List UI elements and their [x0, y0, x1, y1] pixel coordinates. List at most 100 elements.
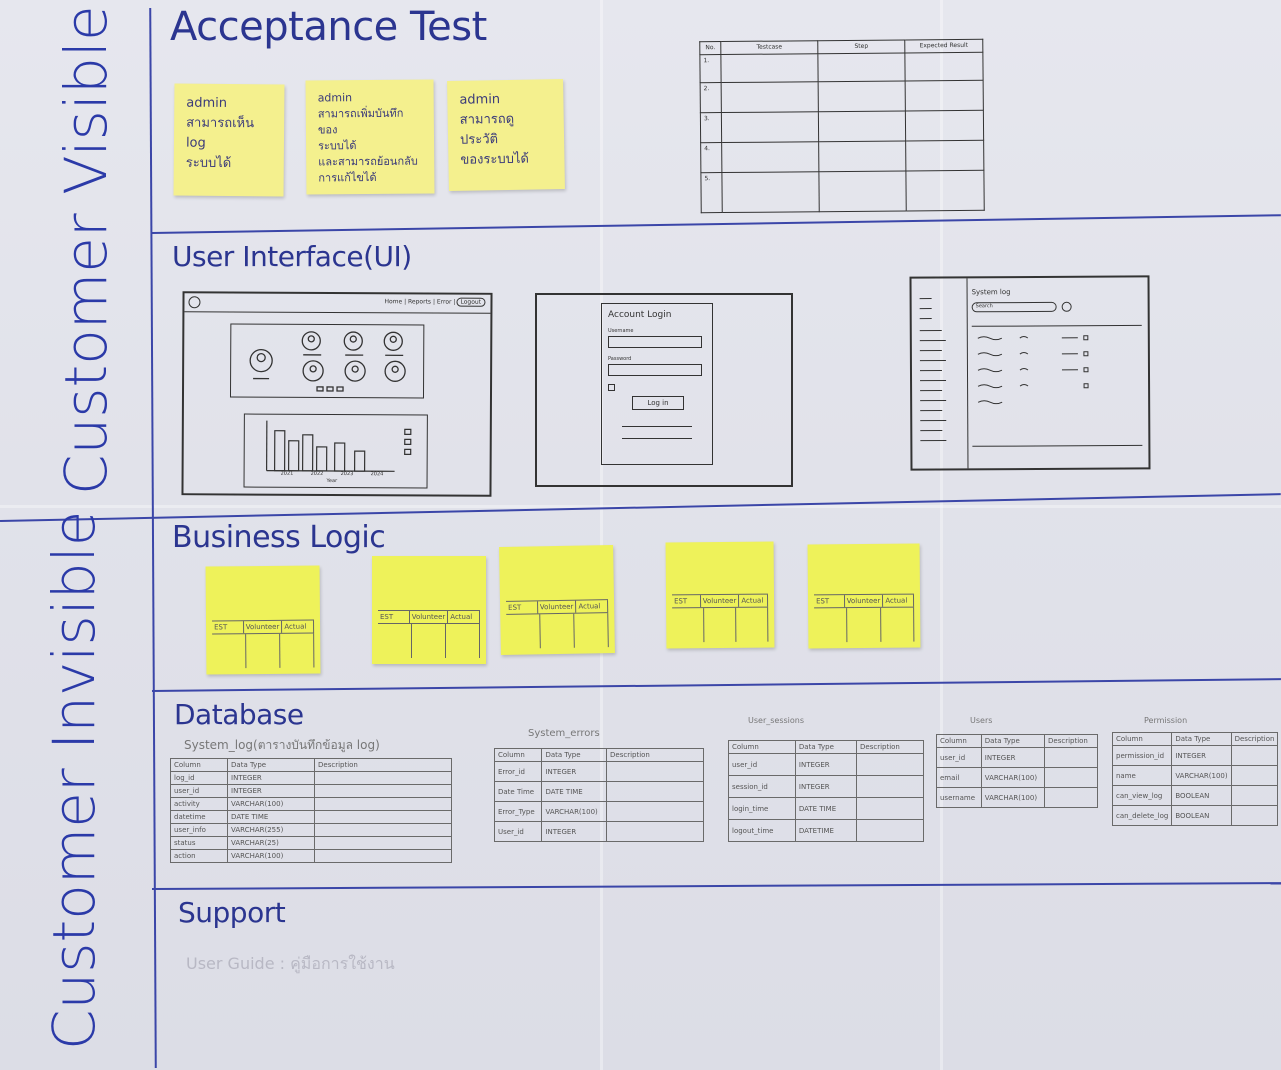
- login-button: Log in: [632, 396, 684, 410]
- db-cell: user_id: [936, 747, 982, 768]
- db-cell: VARCHAR(100): [541, 801, 607, 822]
- business-col: Actual: [883, 594, 915, 607]
- login-checkbox: [608, 384, 615, 391]
- db-cell: user_info: [169, 823, 229, 837]
- db-cell: VARCHAR(100): [1171, 765, 1232, 786]
- fold-crease: [940, 0, 943, 1070]
- db-cell: DATE TIME: [227, 810, 315, 824]
- testcase-no: 4.: [700, 142, 722, 173]
- database-divider: [152, 882, 1281, 890]
- login-username-label: Username: [608, 328, 634, 334]
- section-title-support: Support: [178, 896, 286, 929]
- db-col-header: Description: [606, 748, 704, 762]
- chart-panel: 2021 2022 2023 2024 Year: [243, 413, 428, 489]
- bar-chart-sketch: [265, 420, 412, 472]
- db-cell: BOOLEAN: [1171, 805, 1232, 826]
- db-cell: action: [169, 849, 229, 863]
- db-table-title: Users: [970, 716, 993, 725]
- testcase-table: No. Testcase Step Expected Result 1. 2. …: [699, 39, 985, 213]
- db-cell: Date Time: [493, 781, 543, 802]
- db-cell: can_view_log: [1111, 785, 1173, 806]
- db-col-header: Description: [1044, 734, 1098, 748]
- db-cell: permission_id: [1111, 745, 1173, 766]
- support-user-guide-text: User Guide : คู่มือการใช้งาน: [186, 954, 395, 973]
- login-password-label: Password: [608, 356, 632, 362]
- db-cell: user_id: [169, 784, 229, 798]
- db-col-header: Data Type: [227, 758, 315, 772]
- business-col: Volunteer: [537, 600, 577, 614]
- business-col: Volunteer: [700, 594, 740, 608]
- db-col-header: Data Type: [1171, 732, 1232, 746]
- db-cell: INTEGER: [227, 784, 315, 798]
- db-cell: VARCHAR(255): [227, 823, 315, 837]
- db-cell: datetime: [169, 810, 229, 824]
- testcase-no: 5.: [700, 172, 723, 213]
- business-col: Actual: [576, 600, 609, 613]
- testcase-header: Step: [817, 39, 905, 54]
- db-cell: DATETIME: [794, 819, 858, 842]
- db-cell: Error_Type: [493, 801, 543, 822]
- db-cell: logout_time: [728, 819, 796, 842]
- side-label-customer-visible: Customer Visible: [52, 5, 120, 495]
- db-cell: VARCHAR(100): [980, 787, 1046, 808]
- testcase-no: 1.: [699, 54, 722, 83]
- db-cell: can_delete_log: [1111, 805, 1173, 826]
- home-logo-icon: [188, 296, 201, 309]
- chart-year-label: 2022: [310, 470, 324, 477]
- section-title-database: Database: [174, 698, 304, 731]
- login-password-field: [608, 364, 702, 376]
- business-col: EST: [506, 601, 538, 614]
- db-col-header: Data Type: [541, 748, 607, 762]
- avatar-grid-panel: [229, 323, 425, 399]
- db-col-header: Column: [493, 748, 543, 762]
- fold-crease: [600, 0, 603, 1070]
- acceptance-note-text: admin สามารถเพิ่มบันทึกของ ระบบได้ และสา…: [317, 91, 418, 185]
- business-col: Volunteer: [844, 594, 884, 608]
- testcase-no: 2.: [700, 82, 722, 113]
- business-col: Actual: [282, 620, 315, 633]
- chart-x-label: Year: [326, 477, 338, 485]
- db-cell: INTEGER: [541, 761, 607, 782]
- db-cell: DATE TIME: [794, 797, 858, 820]
- home-logout-button: Logout: [456, 297, 486, 307]
- db-cell: username: [936, 787, 982, 808]
- chart-year-label: 2021: [280, 470, 294, 477]
- login-title: Account Login: [608, 310, 672, 320]
- acceptance-note: admin สามารถดูประวัติ ของระบบได้: [447, 78, 565, 192]
- db-table-title: System_errors: [528, 728, 600, 739]
- db-cell: INTEGER: [541, 821, 607, 842]
- home-nav-links: Home | Reports | Error |: [384, 298, 456, 306]
- db-cell: INTEGER: [794, 753, 858, 776]
- db-cell: name: [1111, 765, 1173, 786]
- db-cell: INTEGER: [227, 771, 315, 785]
- side-label-customer-invisible: Customer Invisible: [40, 510, 108, 1050]
- db-col-header: Description: [1230, 732, 1279, 746]
- business-col: Volunteer: [243, 620, 283, 634]
- db-col-header: Description: [856, 740, 924, 754]
- acceptance-note-text: admin สามารถเห็น log ระบบได้: [185, 95, 255, 172]
- business-col: Actual: [448, 611, 480, 623]
- ui-sketch-home: Home | Reports | Error | Logout: [181, 291, 493, 497]
- db-cell: INTEGER: [1171, 745, 1232, 766]
- ui-sketch-login: Account Login Username Password Log in: [535, 293, 793, 487]
- db-cell: log_id: [169, 771, 229, 785]
- business-col: EST: [212, 621, 244, 634]
- db-col-header: Description: [314, 758, 452, 772]
- ui-sketch-system-log: System log Search: [909, 275, 1151, 471]
- db-col-header: Data Type: [980, 734, 1046, 748]
